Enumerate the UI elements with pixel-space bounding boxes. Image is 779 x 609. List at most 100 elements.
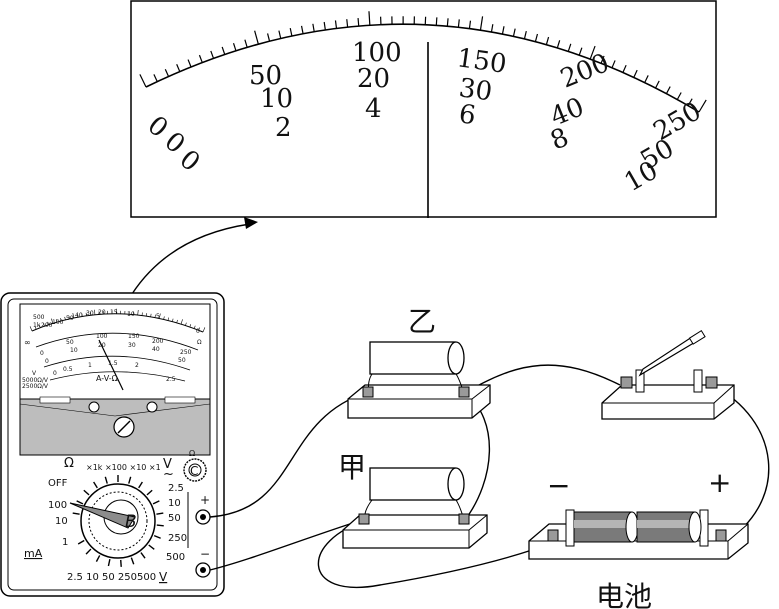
scale-tick <box>176 319 178 323</box>
scale-tick <box>164 68 170 77</box>
enlarged-dial: 0 50 100 150 200 250 0 10 20 30 40 50 0 … <box>130 0 717 218</box>
small-ohm-50: 50 <box>66 315 74 322</box>
small-ohm-40: 40 <box>75 312 83 319</box>
small-ohm-5: 5 <box>156 313 160 320</box>
scale-tick <box>221 46 226 55</box>
small-v3-05: 0.5 <box>63 366 73 373</box>
selector-vac-50[interactable]: 50 <box>168 513 181 524</box>
selector-tick <box>95 555 101 562</box>
scale-tick <box>545 36 550 45</box>
scale-tick <box>266 33 271 42</box>
selector-vdc-label: V <box>159 570 168 584</box>
scale-tick <box>55 319 58 323</box>
resistor-b: 乙 <box>347 305 491 419</box>
scale-tick <box>163 316 165 320</box>
battery-plus-label: + <box>708 466 731 499</box>
selector-vac-label: V <box>163 457 172 472</box>
scale-tick <box>698 99 707 113</box>
scale-tick <box>210 50 215 59</box>
small-v-arc <box>35 332 199 351</box>
zoom-label-r2-10: 10 <box>260 84 293 114</box>
enlarged-dial-frame <box>130 0 717 218</box>
selector-off[interactable]: OFF <box>48 478 68 489</box>
zoom-label-r3-2: 2 <box>275 113 292 143</box>
scale-tick <box>435 17 438 26</box>
scale-tick <box>38 324 41 328</box>
selector-tick <box>146 489 153 496</box>
selector-vac-2.5[interactable]: 2.5 <box>168 483 184 494</box>
selector-tick <box>85 548 92 555</box>
scale-tick <box>189 324 192 328</box>
small-v-50: 50 <box>66 339 74 346</box>
zoom-label-r3-4: 4 <box>365 94 382 124</box>
selector-knob[interactable]: B <box>69 483 156 559</box>
scale-tick <box>556 40 561 49</box>
small-scale-ticks <box>29 308 206 333</box>
scale-tick <box>622 64 627 73</box>
selector-tick <box>138 481 143 489</box>
small-ohm-1k: 1k <box>33 322 41 329</box>
scale-tick <box>334 20 338 29</box>
small-v3-15: 1.5 <box>108 360 118 367</box>
scale-tick <box>254 30 259 45</box>
scale-tick <box>578 47 583 56</box>
knife-switch[interactable] <box>601 330 735 420</box>
selector-ohm-ranges: ×1k ×100 ×10 ×1 <box>86 463 161 472</box>
scale-tick <box>232 43 237 51</box>
terminal-plus-label: + <box>200 493 210 507</box>
scale-tick <box>600 55 605 64</box>
scale-tick <box>479 16 484 31</box>
selector-tick <box>77 539 85 545</box>
scale-tick <box>60 317 62 322</box>
scale-tick <box>589 45 596 60</box>
scale-tick <box>676 92 682 100</box>
scale-tick <box>468 20 472 29</box>
small-ohm-500: 500 <box>33 314 45 321</box>
selector-tick <box>104 476 108 484</box>
small-ohm-10: 10 <box>127 311 135 318</box>
scale-tick <box>34 326 37 330</box>
small-v-150: 150 <box>128 333 140 340</box>
selector-ma-100[interactable]: 100 <box>48 500 67 511</box>
selector-ma-10[interactable]: 10 <box>55 516 68 527</box>
small-center-label: A-V-Ω <box>96 374 118 383</box>
selector-tick <box>140 552 146 559</box>
enlarged-scale-arc <box>145 23 700 113</box>
zoom-label-r2-30: 30 <box>457 73 494 107</box>
small-infinity-symbol: ∞ <box>24 338 31 347</box>
scale-tick <box>244 39 248 48</box>
small-v3-1: 1 <box>88 362 92 369</box>
scale-tick <box>534 33 539 42</box>
scale-tick <box>172 318 174 322</box>
selector-tick <box>107 559 111 567</box>
small-ohm-100: 100 <box>52 319 64 326</box>
resistor-b-label: 乙 <box>408 305 436 338</box>
small-rating-2500: 2500Ω/V <box>22 383 49 390</box>
selector-tick <box>72 512 80 515</box>
ohm-adjust-knob[interactable]: C Ω <box>183 449 207 482</box>
small-ohm-0: 0 <box>196 328 200 335</box>
scale-tick <box>51 318 54 324</box>
scale-tick <box>159 313 161 319</box>
selector-vac-10[interactable]: 10 <box>168 498 181 509</box>
scale-tick <box>43 323 45 327</box>
selector-vdc-ranges[interactable]: 2.5 10 50 250500 <box>67 572 156 583</box>
selector-vac-250[interactable]: 250 <box>168 533 187 544</box>
small-ohm-30: 30 <box>86 310 94 317</box>
scale-tick <box>167 317 170 321</box>
zoom-label-r1-100: 100 <box>352 38 402 68</box>
selector-ticks <box>72 475 164 567</box>
zoom-label-r1-150: 150 <box>455 43 508 80</box>
meter-needle <box>98 339 124 391</box>
scale-tick <box>198 327 200 331</box>
scale-tick <box>137 309 139 316</box>
scale-tick <box>289 28 293 37</box>
scale-tick <box>346 19 349 28</box>
scale-tick <box>278 30 282 39</box>
scale-tick <box>153 74 158 82</box>
resistor-a-label: 甲 <box>338 451 366 484</box>
selector-vac-500[interactable]: 500 <box>166 552 185 563</box>
small-ohm-200: 200 <box>41 322 53 329</box>
selector-ma-1[interactable]: 1 <box>62 537 68 548</box>
